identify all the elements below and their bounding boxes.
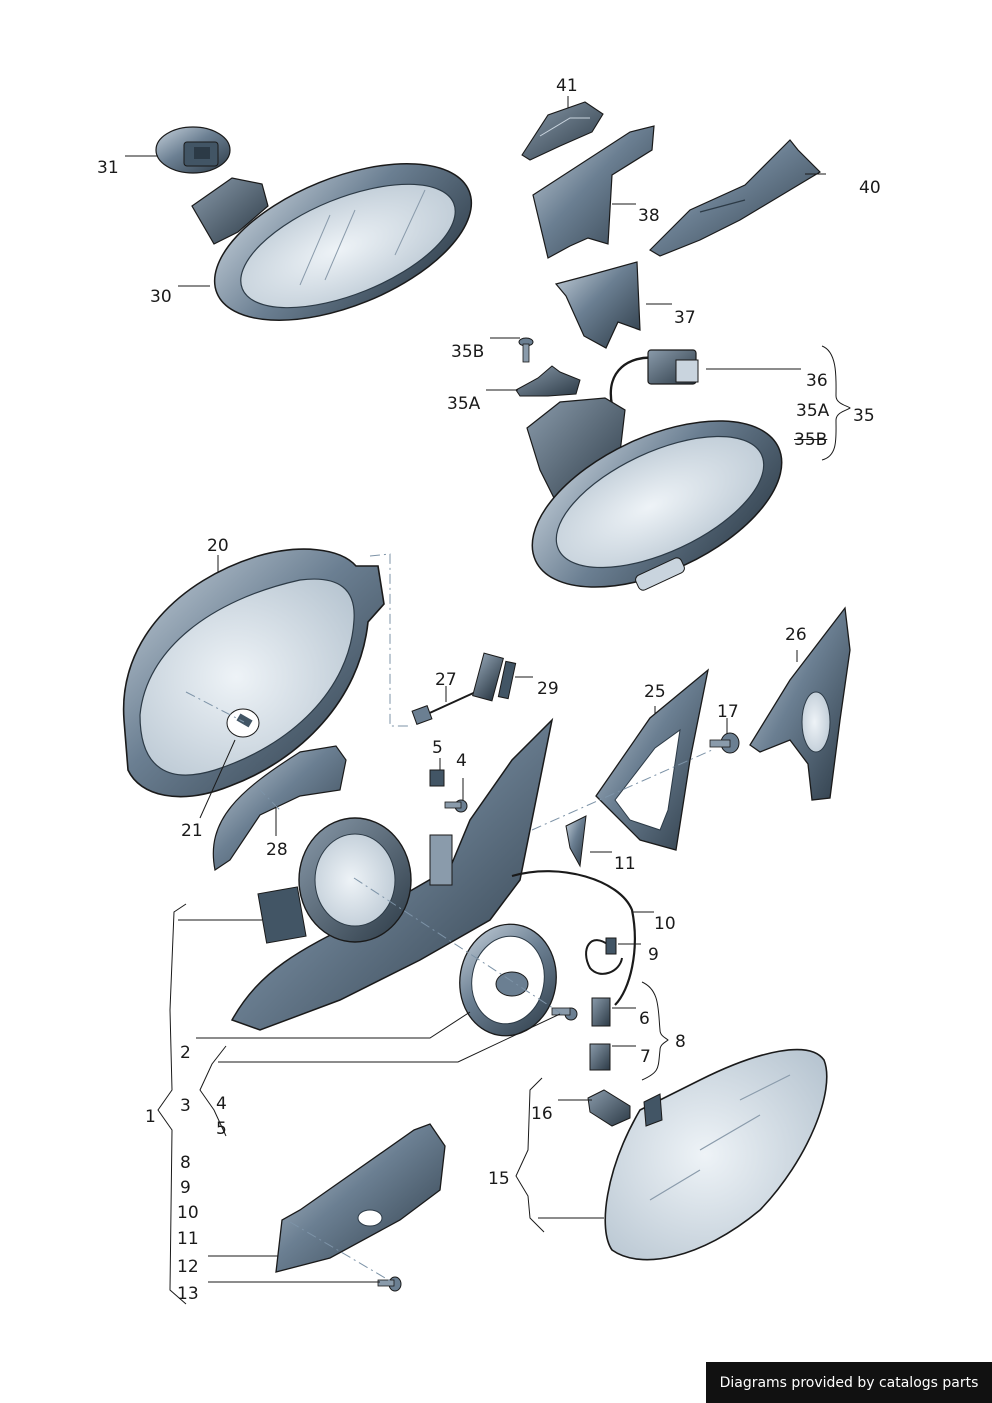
trim-11[interactable] bbox=[565, 815, 587, 868]
callout-8-group[interactable]: 8 bbox=[180, 1153, 191, 1173]
callout-15[interactable]: 15 bbox=[488, 1169, 510, 1189]
clip-35A[interactable] bbox=[515, 365, 581, 397]
cover-37[interactable] bbox=[554, 261, 641, 349]
callout-37[interactable]: 37 bbox=[674, 308, 696, 328]
callout-12[interactable]: 12 bbox=[177, 1257, 199, 1277]
connector-16[interactable] bbox=[587, 1089, 631, 1127]
callout-1[interactable]: 1 bbox=[145, 1107, 156, 1127]
callout-27[interactable]: 27 bbox=[435, 670, 457, 690]
callout-30[interactable]: 30 bbox=[150, 287, 172, 307]
callout-25[interactable]: 25 bbox=[644, 682, 666, 702]
callout-41[interactable]: 41 bbox=[556, 76, 578, 96]
callout-11[interactable]: 11 bbox=[614, 854, 636, 874]
callout-36[interactable]: 36 bbox=[806, 371, 828, 391]
callout-9-group[interactable]: 9 bbox=[180, 1178, 191, 1198]
callout-6[interactable]: 6 bbox=[639, 1009, 650, 1029]
mirror-base-1[interactable] bbox=[230, 717, 554, 1031]
leader-lines bbox=[125, 96, 851, 1305]
callout-13[interactable]: 13 bbox=[177, 1284, 199, 1304]
callout-7[interactable]: 7 bbox=[640, 1047, 651, 1067]
callout-38[interactable]: 38 bbox=[638, 206, 660, 226]
callout-4-group[interactable]: 4 bbox=[216, 1094, 227, 1114]
callout-35B[interactable]: 35B bbox=[451, 342, 485, 362]
cover-26[interactable] bbox=[749, 606, 851, 801]
callout-5[interactable]: 5 bbox=[432, 738, 443, 758]
screw-5[interactable] bbox=[429, 769, 445, 787]
mirror-housing-20[interactable] bbox=[122, 548, 385, 798]
callout-35[interactable]: 35 bbox=[853, 406, 875, 426]
connector-7[interactable] bbox=[589, 1043, 611, 1071]
screw-17[interactable] bbox=[709, 732, 740, 754]
screw-35B[interactable] bbox=[518, 337, 534, 363]
callout-21[interactable]: 21 bbox=[181, 821, 203, 841]
screw-3[interactable] bbox=[551, 1007, 578, 1021]
cable-10[interactable] bbox=[511, 870, 636, 1006]
callout-3[interactable]: 3 bbox=[180, 1096, 191, 1116]
callout-10-group[interactable]: 10 bbox=[177, 1203, 199, 1223]
callout-11-group[interactable]: 11 bbox=[177, 1229, 199, 1249]
adjuster-ring-2[interactable] bbox=[451, 917, 565, 1044]
callout-26[interactable]: 26 bbox=[785, 625, 807, 645]
callout-35A-group[interactable]: 35A bbox=[796, 401, 830, 421]
callout-31[interactable]: 31 bbox=[97, 158, 119, 178]
assembly-lines bbox=[185, 553, 713, 1283]
callout-28[interactable]: 28 bbox=[266, 840, 288, 860]
screw-4[interactable] bbox=[444, 799, 468, 813]
callout-8[interactable]: 8 bbox=[675, 1032, 686, 1052]
callout-29[interactable]: 29 bbox=[537, 679, 559, 699]
callout-20[interactable]: 20 bbox=[207, 536, 229, 556]
callout-10[interactable]: 10 bbox=[654, 914, 676, 934]
mirror-mount-31[interactable] bbox=[155, 126, 231, 174]
callout-5-group[interactable]: 5 bbox=[216, 1119, 227, 1139]
trim-25[interactable] bbox=[595, 668, 709, 851]
callout-35A[interactable]: 35A bbox=[447, 394, 481, 414]
callout-16[interactable]: 16 bbox=[531, 1104, 553, 1124]
cable-27[interactable] bbox=[411, 652, 504, 725]
callout-2[interactable]: 2 bbox=[180, 1043, 191, 1063]
callout-9[interactable]: 9 bbox=[648, 945, 659, 965]
callout-17[interactable]: 17 bbox=[717, 702, 739, 722]
interior-mirror-35[interactable] bbox=[507, 387, 807, 622]
screw-13[interactable] bbox=[377, 1276, 402, 1292]
clip-41[interactable] bbox=[521, 101, 604, 161]
seal-29[interactable] bbox=[497, 660, 517, 700]
mirror-glass-15[interactable] bbox=[604, 1048, 828, 1261]
credit-banner: Diagrams provided by catalogs parts bbox=[706, 1362, 992, 1403]
interior-mirror-30[interactable] bbox=[191, 132, 493, 353]
cover-38[interactable] bbox=[532, 125, 655, 259]
callout-35B-group[interactable]: 35B bbox=[794, 430, 828, 450]
bracket-28[interactable] bbox=[212, 745, 347, 871]
callout-40[interactable]: 40 bbox=[859, 178, 881, 198]
connector-6[interactable] bbox=[591, 997, 611, 1027]
lower-cover-12[interactable] bbox=[275, 1123, 446, 1273]
callout-4[interactable]: 4 bbox=[456, 751, 467, 771]
cover-40[interactable] bbox=[649, 139, 821, 257]
connector-36[interactable] bbox=[609, 349, 699, 406]
